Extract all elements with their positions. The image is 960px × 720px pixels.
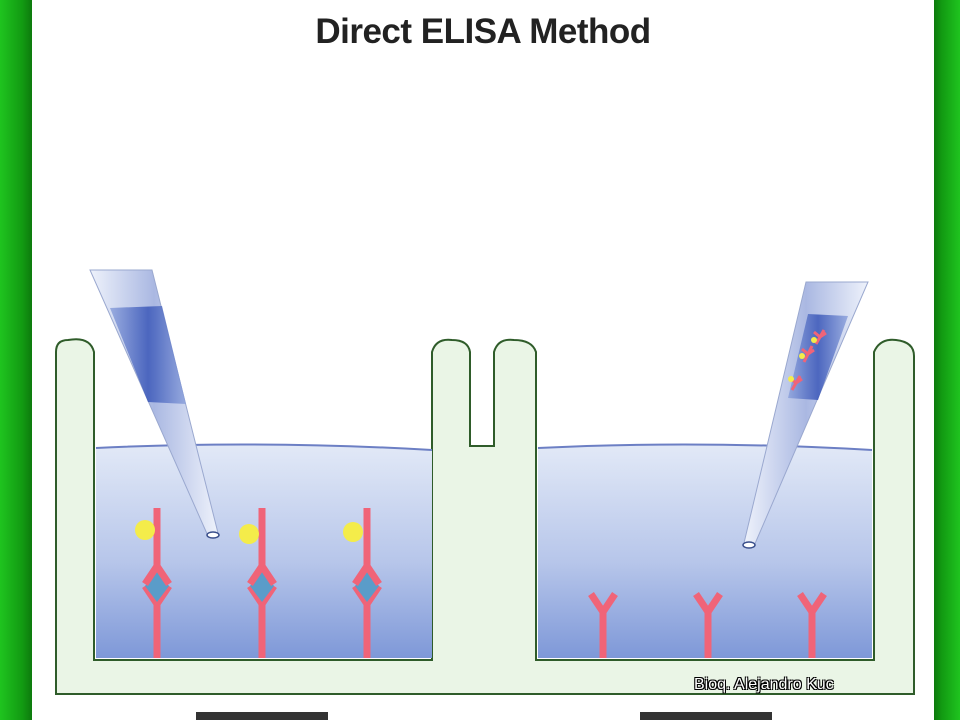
labeled-antibodies-in-tip [788,329,827,391]
complex-2 [239,508,277,658]
label-dot-3 [343,522,363,542]
right-well-liquid [538,444,872,658]
complex-1 [135,508,172,658]
right-green-border [934,0,960,720]
left-green-border [0,0,32,720]
left-liquid-surface [95,443,433,451]
right-pipette-tip [742,281,869,549]
antibody-right-1 [588,592,618,658]
antibody-right-2 [693,592,723,658]
author-credit: Bioq. Alejandro Kuc [694,676,834,693]
diagram-title: Direct ELISA Method [315,12,651,51]
well-plate [55,338,915,695]
right-liquid-surface [537,443,873,451]
complex-3 [343,508,382,658]
label-dot-1 [135,520,155,540]
cropped-well-labels [196,712,772,720]
antibody-right-3 [797,592,827,658]
left-pipette-tip [89,269,220,539]
label-dot-2 [239,524,259,544]
